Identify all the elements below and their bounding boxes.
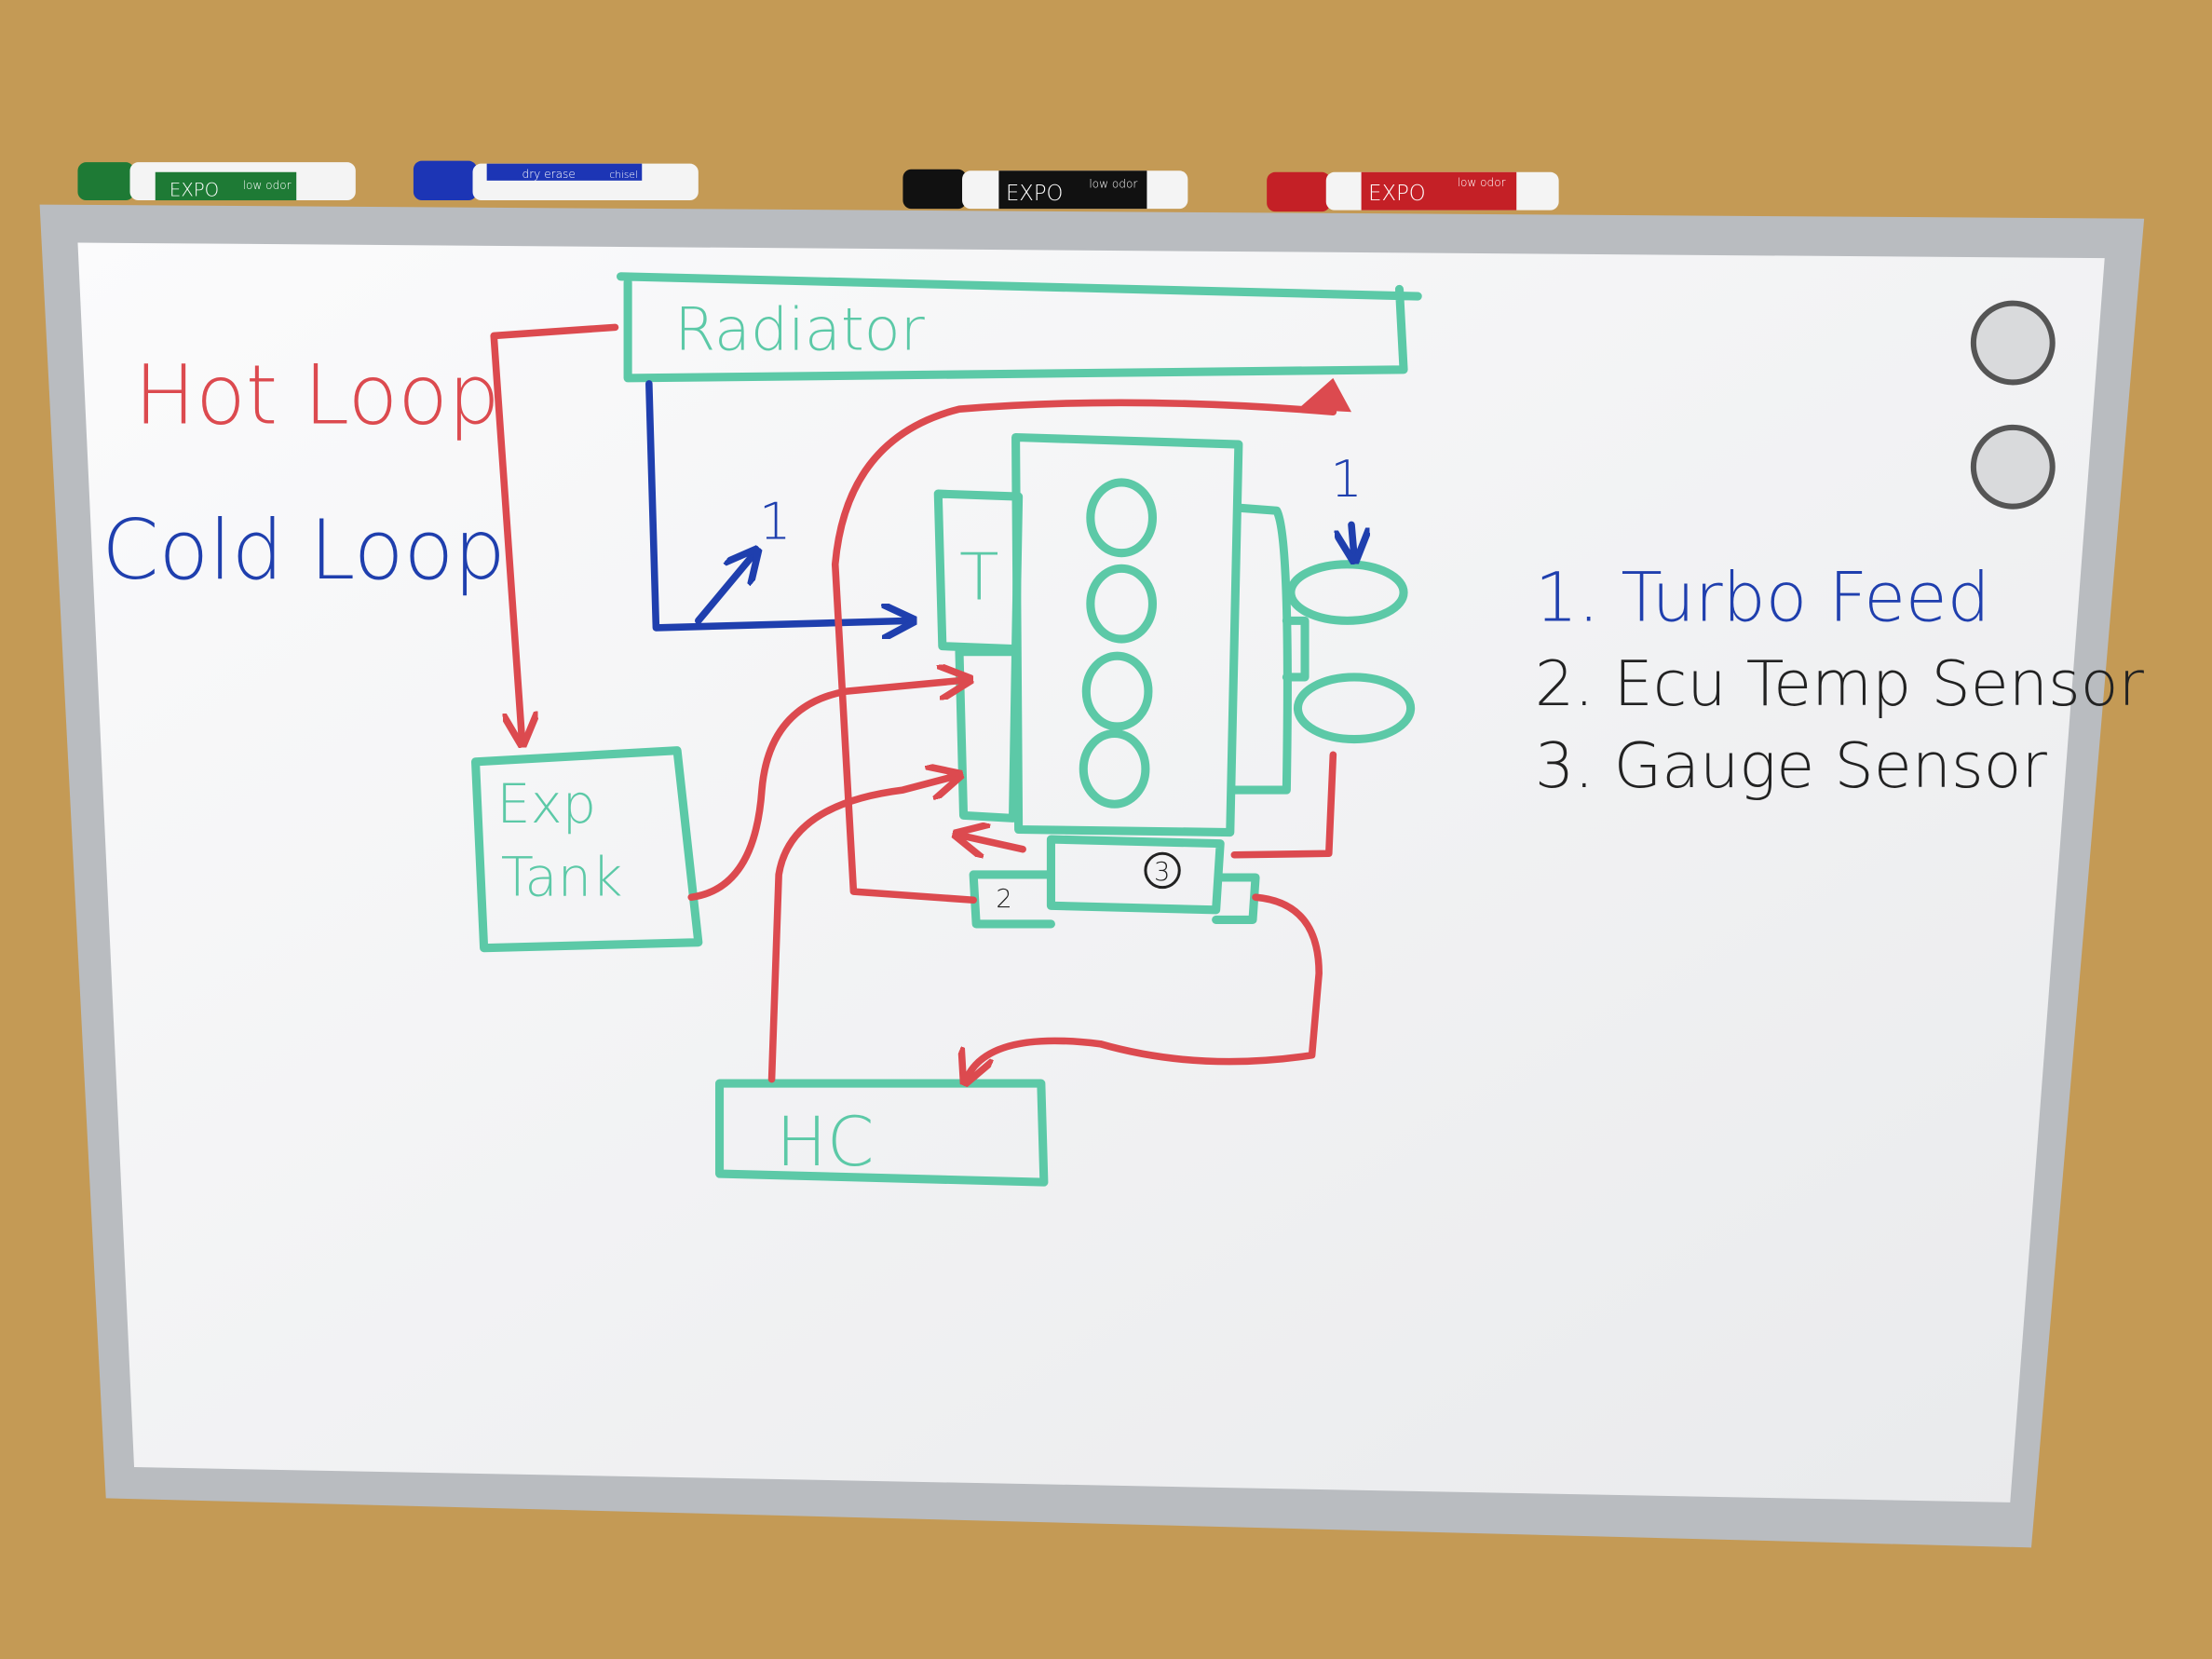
thermostat-label: T [959,540,999,616]
marker-badge: chisel [609,170,637,181]
legend-item-ecu-temp-sensor: 2. Ecu Temp Sensor [1535,647,2145,720]
exp-tank-label: Exp [496,773,596,836]
gauge-sensor-marker: 3 [1154,858,1170,887]
legend: 1. Turbo Feed 2. Ecu Temp Sensor 3. Gaug… [1535,559,2145,802]
marker-red[interactable]: EXPO low odor [1267,171,1559,212]
hot-loop-lines [490,323,1352,1079]
turbo-feed-marker: 1 [759,492,792,551]
marker-brand: EXPO [170,180,219,201]
magnet[interactable] [1970,424,2056,510]
legend-item-turbo-feed: 1. Turbo Feed [1535,559,1990,637]
hot-loop-label: Hot Loop [134,347,500,442]
marker-badge: low odor [1458,176,1506,189]
heater-core: HC [714,1079,1049,1187]
ecu-temp-sensor-marker: 2 [996,885,1011,914]
exp-tank-label: Tank [501,847,623,909]
marker-blue[interactable]: dry erase chisel [413,160,699,201]
legend-item-gauge-sensor: 3. Gauge Sensor [1535,729,2048,802]
turbo-feed-marker: 1 [1330,449,1363,509]
marker-green[interactable]: EXPO low odor [77,162,356,201]
marker-brand: EXPO [1368,182,1425,206]
marker-tray: EXPO low odor dry erase chisel EXPO low … [77,160,1559,212]
marker-badge: low odor [243,179,292,192]
magnet[interactable] [1970,300,2056,386]
radiator: Radiator [616,272,1422,383]
whiteboard-surface [77,242,2105,1503]
expansion-tank: Exp Tank [470,746,703,953]
cold-loop-lines: 1 1 [645,380,1363,628]
marker-badge: low odor [1089,177,1137,190]
marker-brand: dry erase [522,168,576,181]
heater-core-label: HC [776,1104,874,1182]
cold-loop-label: Cold Loop [102,502,506,598]
radiator-label: Radiator [674,295,926,364]
marker-brand: EXPO [1006,182,1063,206]
marker-black[interactable]: EXPO low odor [902,169,1188,210]
